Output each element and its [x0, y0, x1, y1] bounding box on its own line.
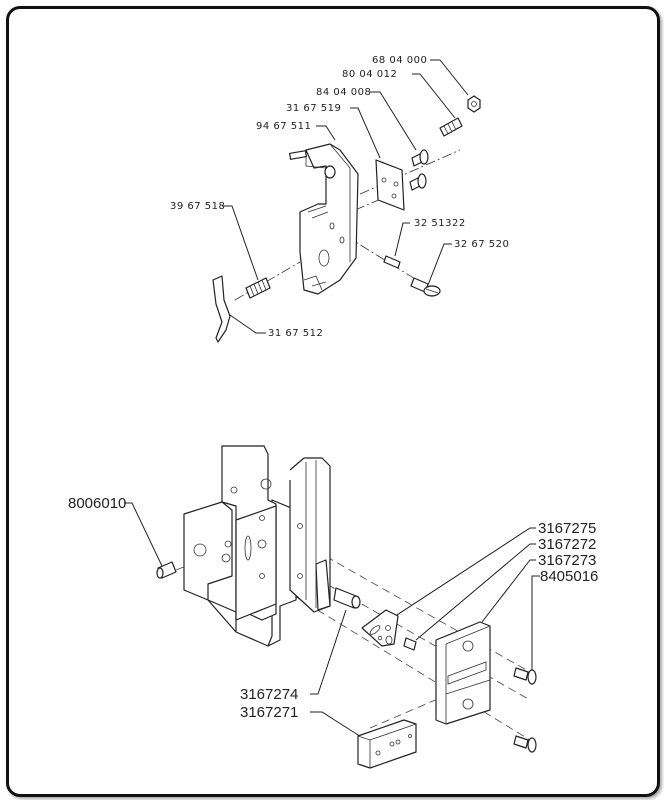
label-68-04-000: 68 04 000	[372, 55, 427, 66]
label-31-67-519: 31 67 519	[286, 103, 341, 114]
coil-spring-part	[245, 277, 271, 299]
screw-part	[409, 149, 429, 191]
diagram-frame	[6, 6, 660, 797]
guide-plate-part	[357, 719, 417, 769]
label-8405016: 8405016	[540, 568, 598, 585]
leader-3167273	[481, 559, 536, 623]
label-3167275: 3167275	[538, 520, 596, 537]
plate-part	[375, 159, 405, 211]
slide-block-part	[435, 621, 491, 725]
leader-32-51322	[394, 222, 410, 257]
lower-assembly: 8006010 3167275 3167272 3167273 8405016 …	[68, 445, 598, 769]
upper-assembly: 68 04 000 80 04 012 84 04 008 31 67 519 …	[170, 55, 509, 343]
frame-block-part	[183, 445, 331, 647]
label-32-51322: 32 51322	[414, 218, 466, 229]
axis-line	[359, 149, 461, 195]
leader-80-04-012	[412, 73, 456, 119]
leader-3167275	[379, 527, 536, 627]
leader-31-67-519	[350, 107, 381, 159]
leader-3167271	[310, 711, 367, 741]
bracket-part	[289, 143, 359, 295]
nut-part	[467, 95, 481, 113]
leader-68-04-000	[430, 59, 469, 96]
leader-39-67-518	[222, 205, 259, 281]
leader-84-04-008	[370, 91, 417, 151]
pin-part	[383, 255, 401, 269]
leader-94-67-511	[316, 125, 336, 141]
label-3167273: 3167273	[538, 552, 596, 569]
leader-32-67-520	[427, 243, 452, 286]
leader-3167272	[415, 543, 536, 641]
label-3167271: 3167271	[240, 704, 298, 721]
label-31-67-512: 31 67 512	[268, 328, 323, 339]
label-32-67-520: 32 67 520	[454, 239, 509, 250]
leader-8006010	[124, 502, 163, 567]
set-screw-part	[156, 561, 177, 579]
small-screw-part	[403, 637, 417, 651]
label-94-67-511: 94 67 511	[256, 121, 311, 132]
countersunk-screw-part	[513, 667, 537, 753]
lever-part	[212, 275, 231, 343]
leader-31-67-512	[229, 314, 266, 334]
dowel-pin-part	[333, 587, 361, 609]
spring-part	[439, 117, 463, 137]
label-8006010: 8006010	[68, 495, 126, 512]
label-3167274: 3167274	[240, 686, 298, 703]
label-84-04-008: 84 04 008	[316, 87, 371, 98]
label-39-67-518: 39 67 518	[170, 201, 225, 212]
leader-3167274	[310, 609, 347, 695]
slotted-screw-part	[410, 277, 441, 297]
triangular-plate-part	[361, 609, 399, 647]
label-3167272: 3167272	[538, 536, 596, 553]
label-80-04-012: 80 04 012	[342, 69, 397, 80]
leader-8405016	[531, 575, 540, 676]
